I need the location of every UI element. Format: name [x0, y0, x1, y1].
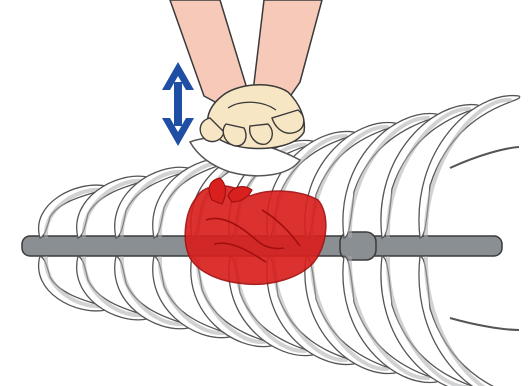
floating-rib-upper: [450, 147, 519, 168]
floating-rib-lower: [450, 318, 519, 330]
compression-arrow-icon: [162, 62, 194, 146]
heart: [185, 178, 326, 284]
